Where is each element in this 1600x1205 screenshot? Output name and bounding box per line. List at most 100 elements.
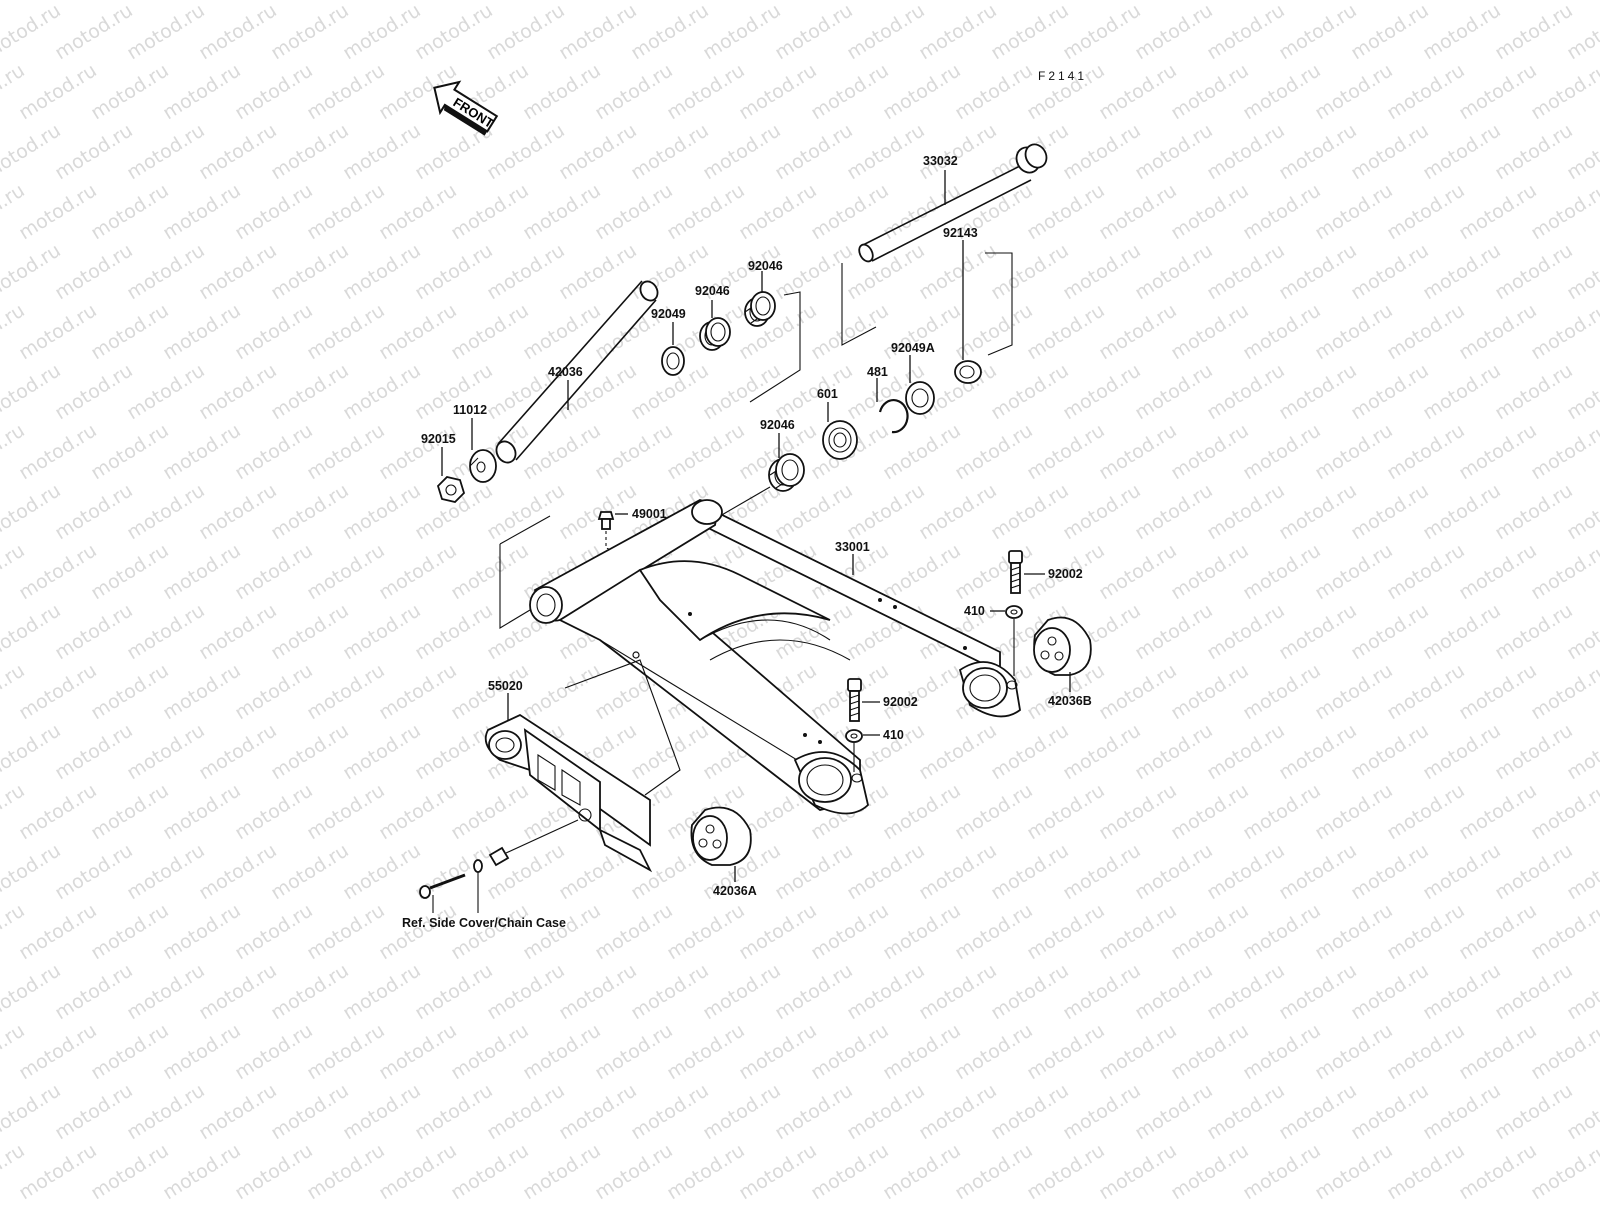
watermark-text: motod.ru	[1131, 1079, 1217, 1144]
watermark-text: motod.ru	[1491, 599, 1577, 664]
watermark-text: motod.ru	[1383, 1019, 1469, 1084]
watermark-text: motod.ru	[1059, 239, 1145, 304]
watermark-text: motod.ru	[1455, 0, 1541, 4]
watermark-text: motod.ru	[303, 1139, 389, 1200]
watermark-text: motod.ru	[627, 719, 713, 784]
watermark-text: motod.ru	[267, 0, 353, 64]
watermark-text: motod.ru	[843, 959, 929, 1024]
watermark-text: motod.ru	[195, 0, 281, 64]
watermark-text: motod.ru	[987, 719, 1073, 784]
watermark-text: motod.ru	[231, 179, 317, 244]
watermark-text: motod.ru	[159, 59, 245, 124]
watermark-text: motod.ru	[555, 119, 641, 184]
watermark-text: motod.ru	[1203, 119, 1289, 184]
watermark-text: motod.ru	[1167, 779, 1253, 844]
watermark-text: motod.ru	[663, 0, 749, 4]
watermark-text: motod.ru	[1383, 659, 1469, 724]
watermark-text: motod.ru	[1455, 899, 1541, 964]
watermark-text: motod.ru	[1239, 419, 1325, 484]
watermark-text: motod.ru	[339, 959, 425, 1024]
watermark-text: motod.ru	[483, 839, 569, 904]
watermark-text: motod.ru	[591, 1019, 677, 1084]
watermark-text: motod.ru	[123, 959, 209, 1024]
watermark-text: motod.ru	[267, 359, 353, 424]
watermark-text: motod.ru	[1167, 1139, 1253, 1200]
watermark-text: motod.ru	[1311, 59, 1397, 124]
watermark-text: motod.ru	[1275, 119, 1361, 184]
watermark-text: motod.ru	[231, 899, 317, 964]
watermark-text: motod.ru	[123, 239, 209, 304]
watermark-text: motod.ru	[339, 479, 425, 544]
watermark-text: motod.ru	[303, 419, 389, 484]
watermark-text: motod.ru	[879, 539, 965, 604]
watermark-text: motod.ru	[303, 59, 389, 124]
watermark-text: motod.ru	[159, 1019, 245, 1084]
watermark-text: motod.ru	[1383, 179, 1469, 244]
watermark-text: motod.ru	[1239, 59, 1325, 124]
watermark-text: motod.ru	[1203, 479, 1289, 544]
watermark-text: motod.ru	[771, 239, 857, 304]
watermark-text: motod.ru	[951, 1139, 1037, 1200]
watermark-text: motod.ru	[1203, 239, 1289, 304]
bolt-92002-lower	[847, 678, 862, 722]
watermark-text: motod.ru	[15, 779, 101, 844]
watermark-text: motod.ru	[159, 0, 245, 4]
watermark-text: motod.ru	[519, 299, 605, 364]
watermark-text: motod.ru	[1491, 119, 1577, 184]
circlip-481	[878, 399, 909, 434]
watermark-text: motod.ru	[231, 299, 317, 364]
watermark-text: motod.ru	[1239, 899, 1325, 964]
watermark-text: motod.ru	[1167, 1019, 1253, 1084]
diagram-code: F2141	[1038, 69, 1087, 83]
label-92046-middle: 92046	[695, 284, 730, 298]
watermark-text: motod.ru	[663, 179, 749, 244]
watermark-text: motod.ru	[447, 0, 533, 4]
watermark-text: motod.ru	[1239, 659, 1325, 724]
watermark-text: motod.ru	[699, 1079, 785, 1144]
watermark-text: motod.ru	[555, 1079, 641, 1144]
label-410-lower: 410	[883, 728, 904, 742]
watermark-text: motod.ru	[1527, 1019, 1600, 1084]
label-481: 481	[867, 365, 888, 379]
watermark-text: motod.ru	[15, 899, 101, 964]
watermark-text: motod.ru	[951, 1019, 1037, 1084]
watermark-text: motod.ru	[915, 479, 1001, 544]
watermark-text: motod.ru	[411, 1079, 497, 1144]
label-49001: 49001	[632, 507, 667, 521]
watermark-text: motod.ru	[0, 959, 65, 1024]
watermark-text: motod.ru	[1527, 659, 1600, 724]
watermark-text: motod.ru	[1131, 839, 1217, 904]
watermark-text: motod.ru	[195, 839, 281, 904]
watermark-text: motod.ru	[879, 0, 965, 4]
watermark-text: motod.ru	[339, 599, 425, 664]
watermark-text: motod.ru	[15, 59, 101, 124]
watermark-text: motod.ru	[375, 0, 461, 4]
watermark-text: motod.ru	[51, 839, 137, 904]
collar-92143	[954, 360, 982, 384]
label-92049: 92049	[651, 307, 686, 321]
watermark-text: motod.ru	[1131, 479, 1217, 544]
watermark-text: motod.ru	[1491, 839, 1577, 904]
watermark-text: motod.ru	[915, 839, 1001, 904]
watermark-text: motod.ru	[771, 839, 857, 904]
watermark-text: motod.ru	[1311, 539, 1397, 604]
watermark-text: motod.ru	[1491, 359, 1577, 424]
watermark-text: motod.ru	[1131, 599, 1217, 664]
watermark-text: motod.ru	[1419, 119, 1505, 184]
watermark-text: motod.ru	[0, 0, 65, 64]
watermark-text: motod.ru	[483, 239, 569, 304]
watermark-text: motod.ru	[519, 659, 605, 724]
watermark-text: motod.ru	[1347, 1079, 1433, 1144]
watermark-text: motod.ru	[1203, 839, 1289, 904]
watermark-text: motod.ru	[1455, 779, 1541, 844]
watermark-text: motod.ru	[1095, 1019, 1181, 1084]
watermark-text: motod.ru	[1311, 0, 1397, 4]
watermark-text: motod.ru	[231, 419, 317, 484]
watermark-text: motod.ru	[123, 1079, 209, 1144]
watermark-text: motod.ru	[1023, 779, 1109, 844]
watermark-text: motod.ru	[807, 179, 893, 244]
watermark-text: motod.ru	[1383, 299, 1469, 364]
label-92046-top: 92046	[748, 259, 783, 273]
collar-11012	[469, 449, 497, 483]
watermark-text: motod.ru	[1203, 1079, 1289, 1144]
